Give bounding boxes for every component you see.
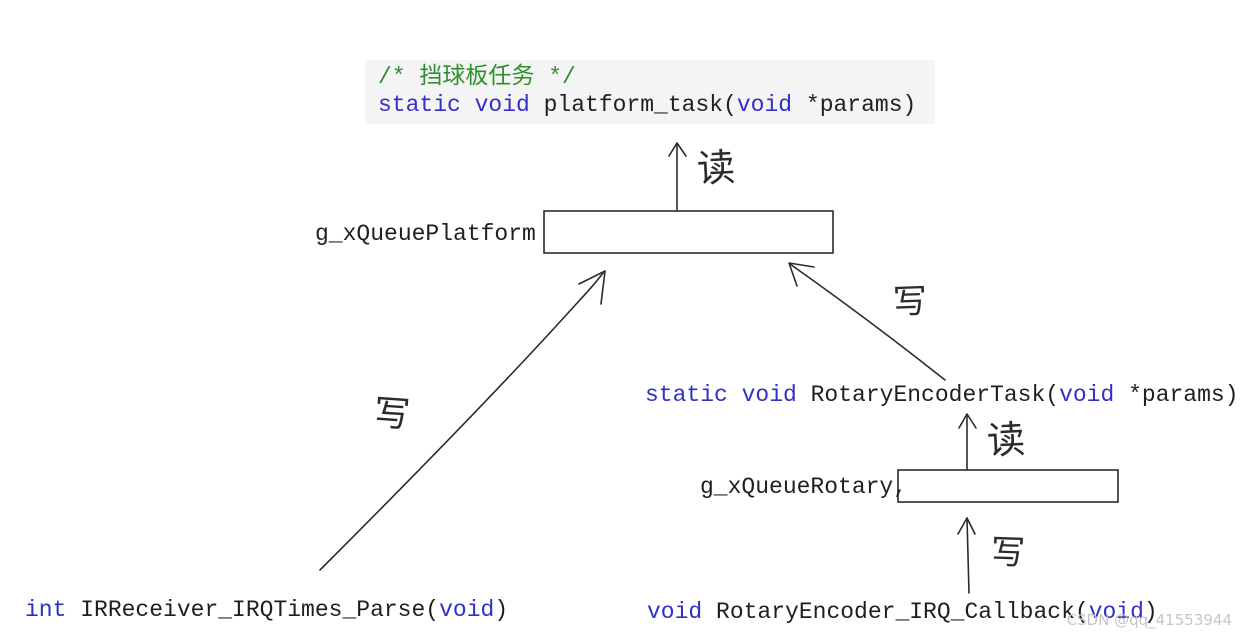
queue-platform-box <box>543 210 834 254</box>
code-keyword: void <box>439 597 495 623</box>
code-text: IRReceiver_IRQTimes_Parse( <box>66 597 440 623</box>
label-callback-write: 写 <box>990 532 1026 574</box>
code-text: platform_task( <box>529 92 737 118</box>
code-text: *params) <box>792 92 917 118</box>
arrow-shaft <box>789 263 946 381</box>
code-text: ) <box>494 597 509 623</box>
code-text: RotaryEncoderTask( <box>796 382 1060 408</box>
code-keyword: void <box>1059 382 1115 408</box>
arrow-platform-read <box>668 142 687 212</box>
rotary-task-signature: static void RotaryEncoderTask(void *para… <box>645 381 1239 409</box>
code-text: ) <box>1143 599 1158 625</box>
queue-rotary-label: g_xQueueRotary, <box>700 474 908 500</box>
arrow-ir-write <box>319 270 606 571</box>
arrow-head <box>788 262 815 287</box>
queue-rotary-box <box>897 469 1119 503</box>
arrow-head <box>958 413 977 429</box>
arrow-head <box>668 142 687 157</box>
code-keyword: void <box>736 92 793 118</box>
code-text: *params) <box>1114 382 1239 408</box>
code-text: RotaryEncoder_IRQ_Callback( <box>702 599 1089 625</box>
label-platform-read: 读 <box>695 145 737 191</box>
arrow-head <box>578 270 606 305</box>
platform-task-code-block <box>365 60 935 124</box>
label-rotary-task-write: 写 <box>892 281 928 323</box>
code-keyword: static void <box>645 382 797 408</box>
code-keyword: void <box>647 599 703 625</box>
label-rotary-read: 读 <box>985 417 1027 463</box>
code-keyword: static void <box>378 92 530 118</box>
platform-task-signature: static void platform_task(void *params) <box>378 91 916 119</box>
arrow-rotary-task-write <box>788 262 946 381</box>
arrow-shaft <box>966 517 970 594</box>
ir-parse-signature: int IRReceiver_IRQTimes_Parse(void) <box>25 596 508 624</box>
queue-platform-label: g_xQueuePlatform <box>315 221 536 247</box>
arrow-head <box>957 517 976 535</box>
label-ir-write: 写 <box>372 392 412 437</box>
arrow-shaft <box>319 272 604 571</box>
rotary-callback-signature: void RotaryEncoder_IRQ_Callback(void) <box>647 598 1158 626</box>
platform-task-comment: /* 挡球板任务 */ <box>378 64 576 90</box>
code-keyword: void <box>1088 599 1144 625</box>
watermark: CSDN @qq_41553944 <box>1066 611 1232 629</box>
code-keyword: int <box>25 597 67 623</box>
arrow-rotary-read <box>958 413 977 471</box>
arrow-callback-write <box>957 517 976 594</box>
